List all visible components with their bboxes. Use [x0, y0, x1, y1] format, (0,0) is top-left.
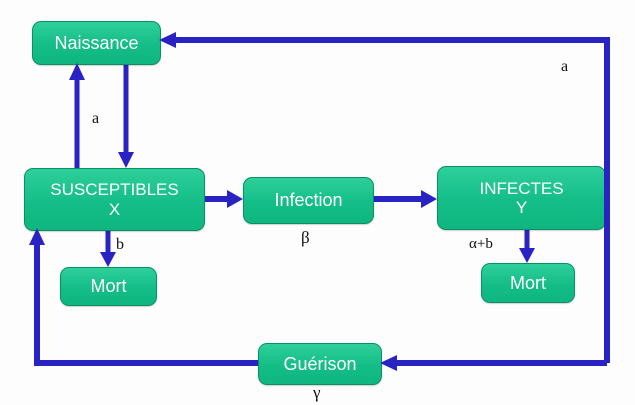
node-mort-right-label: Mort — [510, 272, 546, 293]
node-infectes-sublabel: Y — [515, 198, 528, 217]
node-naissance[interactable]: Naissance — [32, 21, 161, 65]
node-naissance-label: Naissance — [54, 32, 139, 53]
node-susceptibles-sublabel: X — [108, 199, 121, 219]
edge-label-alpha-plus-b: α+b — [469, 236, 493, 252]
node-mort-left-label: Mort — [90, 276, 127, 297]
node-mort-left[interactable]: Mort — [60, 267, 157, 306]
node-guerison-label: Guérison — [283, 353, 357, 374]
edge-label-beta: β — [301, 228, 310, 247]
edge-label-a-feedback: a — [561, 58, 569, 75]
node-guerison[interactable]: Guérison — [258, 343, 382, 385]
node-susceptibles[interactable]: SUSCEPTIBLES X — [24, 168, 205, 231]
edge-label-b-death: b — [116, 236, 124, 253]
node-susceptibles-label: SUSCEPTIBLES — [50, 180, 179, 200]
node-infection-label: Infection — [274, 190, 343, 211]
edge-label-a-birth: a — [92, 110, 100, 127]
node-infectes[interactable]: INFECTES Y — [437, 166, 606, 230]
node-infectes-label: INFECTES — [479, 178, 564, 198]
node-mort-right[interactable]: Mort — [481, 263, 575, 303]
edge-label-gamma: γ — [313, 383, 321, 402]
edge-infectes-to-naissance — [168, 37, 610, 363]
node-infection[interactable]: Infection — [243, 177, 374, 224]
edge-guerison-to-susceptibles — [34, 237, 258, 366]
